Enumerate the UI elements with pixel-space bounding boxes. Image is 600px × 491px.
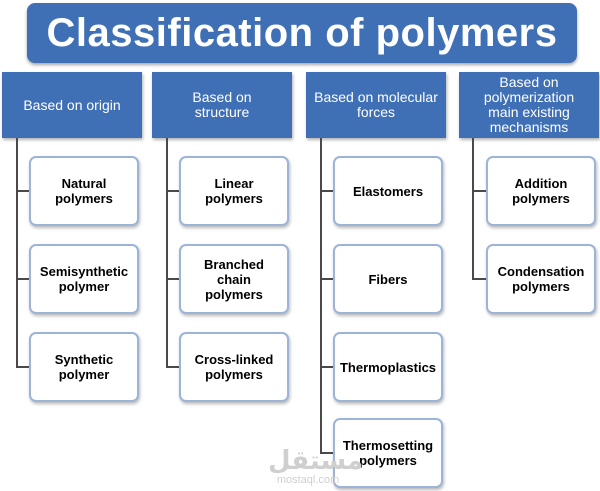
connector-branch: [16, 190, 29, 192]
node-cross-linked-polymers: Cross-linked polymers: [179, 332, 289, 402]
watermark: مستقل mostaql.com: [268, 446, 364, 486]
connector-trunk-origin: [16, 138, 18, 368]
node-label: Thermoplastics: [339, 359, 437, 375]
node-natural-polymers: Natural polymers: [29, 156, 139, 226]
category-molecular-forces-label: Based on molecular forces: [314, 89, 438, 120]
connector-branch: [472, 190, 486, 192]
connector-trunk-molecular-forces: [320, 138, 322, 454]
node-label: Natural polymers: [55, 176, 113, 206]
node-linear-polymers: Linear polymers: [179, 156, 289, 226]
watermark-arabic: مستقل: [268, 446, 364, 476]
node-label: Branched chain polymers: [204, 256, 264, 302]
node-condensation-polymers: Condensation polymers: [486, 244, 596, 314]
connector-branch: [320, 366, 333, 368]
node-semisynthetic-polymer: Semisynthetic polymer: [29, 244, 139, 314]
connector-branch: [472, 278, 486, 280]
diagram-title: Classification of polymers: [27, 3, 577, 63]
node-label: Cross-linked polymers: [194, 352, 274, 382]
node-label: Addition polymers: [512, 176, 570, 206]
node-elastomers: Elastomers: [333, 156, 443, 226]
node-thermoplastics: Thermoplastics: [333, 332, 443, 402]
node-label: Synthetic polymer: [54, 352, 114, 382]
connector-branch: [166, 190, 179, 192]
connector-branch: [320, 190, 333, 192]
node-label: Fibers: [368, 271, 408, 287]
connector-branch: [166, 278, 179, 280]
connector-branch: [320, 278, 333, 280]
watermark-latin: mostaql.com: [276, 474, 340, 486]
category-structure: Based on structure: [152, 72, 292, 138]
node-label: Linear polymers: [205, 176, 263, 206]
connector-branch: [166, 366, 179, 368]
connector-branch: [16, 278, 29, 280]
node-addition-polymers: Addition polymers: [486, 156, 596, 226]
node-label: Elastomers: [352, 183, 424, 199]
node-fibers: Fibers: [333, 244, 443, 314]
node-label: Condensation polymers: [497, 264, 585, 294]
connector-trunk-polymerization: [472, 138, 474, 280]
node-branched-chain-polymers: Branched chain polymers: [179, 244, 289, 314]
category-origin-label: Based on origin: [23, 96, 121, 113]
category-polymerization-mechanisms: Based on polymerization main existing me…: [459, 72, 599, 138]
category-polymerization-label: Based on polymerization main existing me…: [483, 74, 575, 135]
node-label: Semisynthetic polymer: [39, 264, 129, 294]
connector-branch: [320, 452, 333, 454]
category-molecular-forces: Based on molecular forces: [306, 72, 446, 138]
connector-trunk-structure: [166, 138, 168, 368]
node-thermosetting-polymers: Thermosetting polymers: [333, 418, 443, 488]
category-structure-label: Based on structure: [192, 89, 252, 120]
connector-branch: [16, 366, 29, 368]
category-origin: Based on origin: [2, 72, 142, 138]
node-synthetic-polymer: Synthetic polymer: [29, 332, 139, 402]
node-label: Thermosetting polymers: [342, 438, 434, 468]
